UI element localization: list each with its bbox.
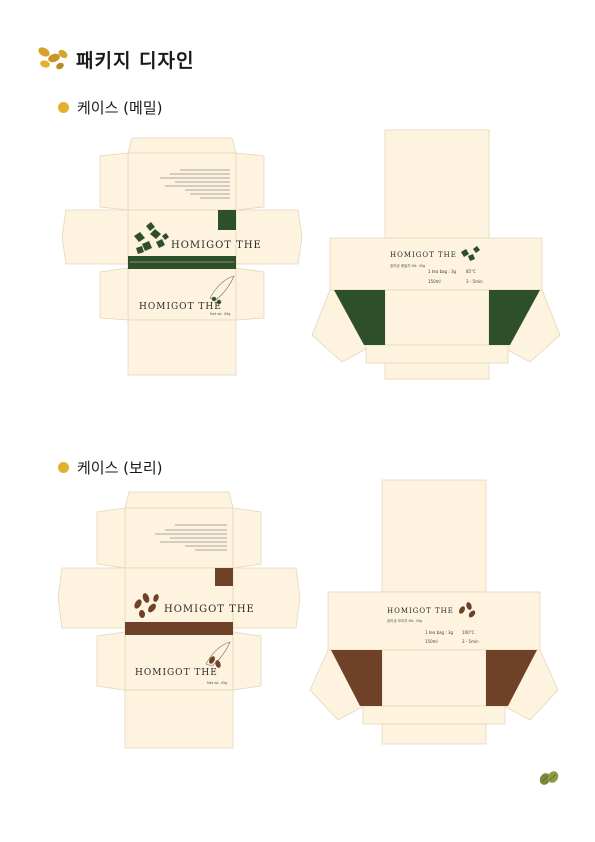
accent-band	[128, 256, 236, 269]
net-weight: Net wt. 45g	[207, 681, 227, 685]
accent-triangle-right	[489, 290, 540, 345]
accent-band	[125, 622, 233, 635]
brand-bottom: HOMIGOT THE	[135, 668, 218, 678]
section-header-buckwheat: 케이스 (메밀)	[58, 97, 162, 118]
barley-case-dielines: HOMIGOT THE HOMIGOT THE HOMIGOT THE 호미곶 …	[57, 479, 559, 749]
accent-tag	[218, 210, 236, 230]
section-label: 케이스 (메밀)	[77, 99, 163, 117]
info-1: 1 tea bag : 3g	[428, 269, 457, 274]
accent-triangle-right	[486, 650, 537, 706]
seed-decoration-icon	[539, 771, 559, 785]
accent-triangle-left	[331, 650, 382, 706]
info-2: 100°C	[462, 630, 475, 635]
tea-sketch-graphic	[209, 275, 235, 305]
fine-print-lines	[160, 169, 230, 199]
page-title: 패키지 디자인	[76, 49, 195, 72]
brand-right: HOMIGOT THE	[390, 251, 457, 259]
accent-panels	[128, 210, 540, 345]
accent-tag	[215, 568, 233, 586]
net-weight: Net wt. 45g	[210, 312, 230, 316]
brand-front: HOMIGOT THE	[164, 604, 255, 615]
brand-bottom: HOMIGOT THE	[139, 302, 222, 312]
subtitle-right: 호미곶 보리차 Wt. 45g	[387, 618, 422, 623]
section-header-barley: 케이스 (보리)	[58, 457, 162, 478]
info-3: 150ml	[425, 639, 438, 644]
accent-triangle-left	[334, 290, 385, 345]
barley-grain-graphic	[134, 593, 476, 668]
subtitle-right: 호미곶 메밀차 Wt. 45g	[390, 263, 425, 268]
info-4: 3 - 5min	[462, 639, 479, 644]
bullet-dot	[58, 462, 69, 473]
brand-front: HOMIGOT THE	[171, 240, 262, 251]
page-header: 패키지 디자인	[36, 44, 195, 74]
fine-print-lines	[155, 524, 227, 551]
buckwheat-case-dielines: HOMIGOT THE HOMIGOT THE HOMIGOT THE 호미곶 …	[61, 129, 561, 380]
section-label: 케이스 (보리)	[77, 459, 163, 477]
info-3: 150ml	[428, 279, 441, 284]
info-4: 3 - 5min	[466, 279, 483, 284]
brand-right: HOMIGOT THE	[387, 607, 454, 615]
bullet-dot	[58, 102, 69, 113]
buckwheat-leaves-graphic	[134, 222, 480, 261]
info-2: 85°C	[466, 269, 476, 274]
grain-logo-icon	[38, 47, 68, 70]
info-1: 1 tea bag : 3g	[425, 630, 454, 635]
accent-panels	[125, 568, 537, 706]
tea-sketch-graphic	[205, 641, 231, 667]
